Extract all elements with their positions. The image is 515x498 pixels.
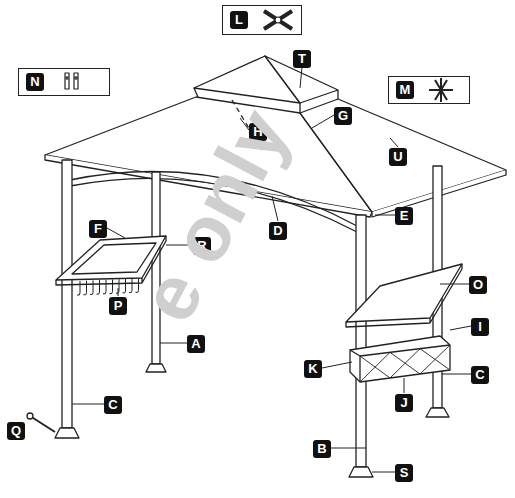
callout-letter: T — [293, 49, 311, 68]
callout-letter: I — [471, 317, 489, 336]
part-icon-box: L — [222, 5, 302, 35]
callout-letter: O — [469, 275, 487, 294]
callout-letter: G — [334, 106, 352, 125]
callout-letter: P — [109, 297, 127, 315]
callout-letter: Q — [7, 421, 25, 440]
callout-letter: E — [395, 207, 413, 225]
part-icon-box: N — [18, 68, 110, 96]
callout-letter: T — [293, 50, 311, 68]
callout-letter: B — [313, 439, 331, 458]
part-icon-box: M — [388, 76, 470, 104]
callout-letter: C — [471, 366, 489, 384]
callout-letter: S — [395, 464, 413, 482]
callout-letter: A — [187, 335, 205, 353]
callout-letter: M — [396, 81, 414, 99]
callout-letter: D — [269, 221, 287, 240]
callout-letter: K — [304, 359, 322, 378]
callout-letter: K — [304, 360, 322, 378]
callout-letter: A — [187, 334, 205, 353]
callout-letter: D — [269, 222, 287, 240]
callout-letter: F — [89, 220, 107, 238]
callout-letter: Q — [7, 422, 25, 440]
callout-letter: C — [104, 396, 122, 414]
callout-letter: C — [104, 395, 122, 414]
callout-letter: U — [389, 148, 407, 166]
callout-letter: C — [471, 365, 489, 384]
callout-letter: I — [471, 318, 489, 336]
callout-letter: J — [395, 394, 413, 412]
callout-letter: L — [230, 11, 248, 29]
callout-letter: G — [334, 107, 352, 125]
callout-letter: P — [109, 296, 127, 315]
callout-letter: S — [395, 463, 413, 482]
callout-letter: N — [26, 73, 44, 91]
callout-letter: U — [389, 147, 407, 166]
callout-letter: O — [469, 276, 487, 294]
callout-letter: F — [89, 219, 107, 238]
callout-letter: J — [395, 393, 413, 412]
callout-letter: E — [395, 206, 413, 225]
callout-letter: B — [313, 440, 331, 458]
